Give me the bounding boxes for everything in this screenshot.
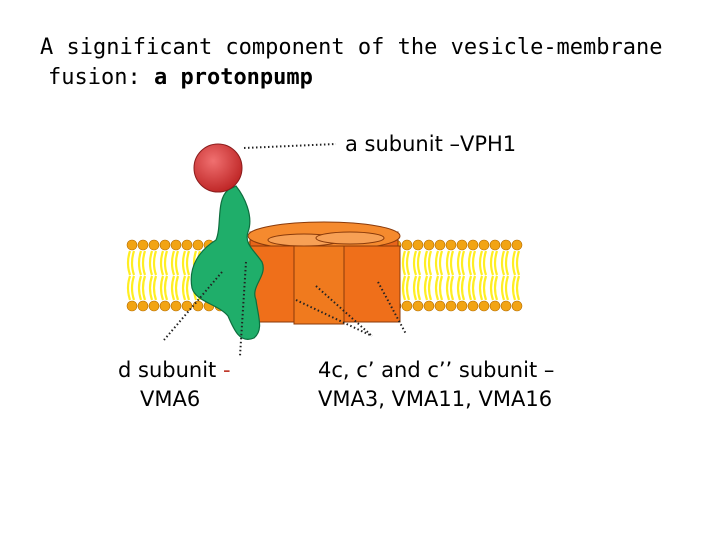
- lipid-tail-upper: [478, 250, 488, 276]
- lipid-tail-lower: [159, 275, 169, 301]
- lipid-tail-lower: [126, 275, 136, 301]
- c-ring: [245, 221, 401, 325]
- lipid-head-upper: [401, 239, 413, 251]
- lipid-tail-lower: [500, 275, 510, 301]
- lipid-tail-lower: [511, 275, 521, 301]
- title-line-2-bold: a protonpump: [153, 65, 313, 90]
- lipid-head-upper: [192, 239, 204, 251]
- lipid-head-lower: [434, 300, 446, 312]
- lipid-tail-upper: [467, 250, 477, 276]
- lipid-head-lower: [445, 300, 457, 312]
- lipid-head-upper: [500, 239, 512, 251]
- lipid-tail-upper: [126, 250, 136, 276]
- lipid-tail-upper: [181, 250, 191, 276]
- lipid-head-upper: [511, 239, 523, 251]
- lipid-head-lower: [423, 300, 435, 312]
- lipid-tail-lower: [170, 275, 180, 301]
- lipid-tail-upper: [412, 250, 422, 276]
- d-subunit-line-2: VMA6: [140, 387, 201, 411]
- lipid-tail-upper: [401, 250, 411, 276]
- lipid-head-lower: [456, 300, 468, 312]
- lipid-tail-lower: [181, 275, 191, 301]
- lipid-tail-upper: [489, 250, 499, 276]
- lipid-head-lower: [126, 300, 138, 312]
- leader-c-subunit-1: [315, 285, 373, 337]
- lipid-tail-upper: [445, 250, 455, 276]
- leader-c-subunit-3: [377, 281, 407, 335]
- lipid-head-upper: [423, 239, 435, 251]
- lipid-tail-upper: [137, 250, 147, 276]
- lipid-head-lower: [137, 300, 149, 312]
- lipid-head-upper: [478, 239, 490, 251]
- lipid-head-lower: [412, 300, 424, 312]
- lipid-tail-lower: [445, 275, 455, 301]
- c-subunit-label: 4c, c’ and c’’ subunit – VMA3, VMA11, VM…: [318, 356, 554, 414]
- lipid-tail-lower: [423, 275, 433, 301]
- lipid-tail-upper: [148, 250, 158, 276]
- leader-lines: [163, 143, 407, 357]
- lipid-tail-lower: [467, 275, 477, 301]
- lipid-head-lower: [148, 300, 160, 312]
- lipid-head-upper: [170, 239, 182, 251]
- lipid-head-upper: [445, 239, 457, 251]
- lipid-tail-upper: [500, 250, 510, 276]
- a-subunit-label: a subunit –VPH1: [345, 132, 517, 156]
- d-subunit-label: d subunit - VMA6: [118, 356, 231, 414]
- lipid-tail-upper: [423, 250, 433, 276]
- lipid-tail-lower: [148, 275, 158, 301]
- c-subunit-line-1: 4c, c’ and c’’ subunit –: [318, 358, 555, 382]
- lipid-head-lower: [170, 300, 182, 312]
- lipid-head-upper: [159, 239, 171, 251]
- lipid-tail-upper: [434, 250, 444, 276]
- title-line-1: A significant component of the vesicle-m…: [40, 35, 663, 60]
- lipid-head-upper: [489, 239, 501, 251]
- lipid-tail-lower: [401, 275, 411, 301]
- c-ring-top-rim-2: [315, 231, 385, 245]
- lipid-head-lower: [192, 300, 204, 312]
- lipid-head-upper: [434, 239, 446, 251]
- c-subunit-2: [293, 245, 345, 325]
- lipid-head-upper: [126, 239, 138, 251]
- lipid-tail-upper: [511, 250, 521, 276]
- lipid-head-upper: [181, 239, 193, 251]
- leader-d-subunit-1: [163, 271, 223, 341]
- lipid-head-upper: [148, 239, 160, 251]
- lipid-tail-upper: [159, 250, 169, 276]
- lipid-head-lower: [511, 300, 523, 312]
- slide-title: A significant component of the vesicle-m…: [40, 33, 663, 93]
- d-subunit-dash: -: [222, 358, 231, 382]
- lipid-tail-upper: [170, 250, 180, 276]
- lipid-head-upper: [137, 239, 149, 251]
- lipid-tail-lower: [478, 275, 488, 301]
- lipid-tail-upper: [456, 250, 466, 276]
- lipid-head-lower: [478, 300, 490, 312]
- c-subunit-line-2: VMA3, VMA11, VMA16: [318, 387, 553, 411]
- lipid-head-lower: [159, 300, 171, 312]
- lipid-head-lower: [489, 300, 501, 312]
- lipid-head-lower: [500, 300, 512, 312]
- lipid-head-upper: [456, 239, 468, 251]
- leader-a-subunit: [243, 143, 337, 149]
- lipid-head-lower: [467, 300, 479, 312]
- c-subunit-3: [343, 245, 401, 323]
- title-line-2-prefix: fusion:: [48, 65, 141, 90]
- lipid-head-upper: [412, 239, 424, 251]
- d-subunit-line-1: d subunit: [118, 358, 217, 382]
- a-subunit-shape: [190, 185, 264, 340]
- lipid-tail-lower: [434, 275, 444, 301]
- lipid-tail-lower: [456, 275, 466, 301]
- lipid-tail-lower: [412, 275, 422, 301]
- lipid-tail-lower: [137, 275, 147, 301]
- lipid-tail-lower: [489, 275, 499, 301]
- lipid-head-lower: [401, 300, 413, 312]
- title-line-2: fusion: a protonpump: [40, 63, 663, 93]
- lipid-head-upper: [467, 239, 479, 251]
- red-subunit-ball: [193, 143, 243, 193]
